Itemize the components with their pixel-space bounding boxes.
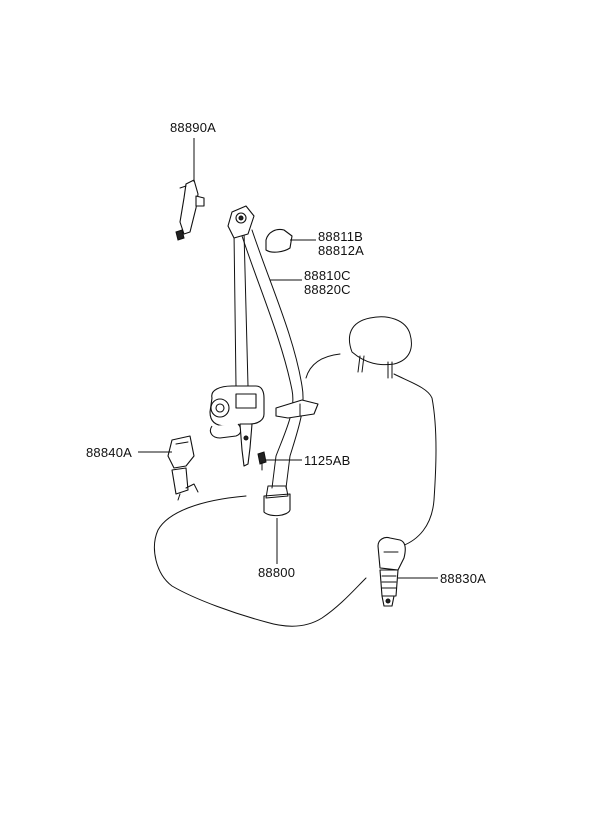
d-ring-anchor xyxy=(227,205,255,239)
belt-webbing-rear xyxy=(233,231,249,387)
upper-anchor-88890a xyxy=(175,179,205,241)
headrest-post-left xyxy=(357,355,365,373)
label-1125ab: 1125AB xyxy=(304,453,351,468)
belt-tongue xyxy=(263,493,291,517)
seat-back-outline xyxy=(305,353,437,547)
outer-buckle-88830a xyxy=(377,536,406,607)
label-88811b: 88811B xyxy=(318,229,364,244)
cover-88811b xyxy=(265,228,293,253)
belt-guide-bracket xyxy=(275,399,319,419)
headrest xyxy=(348,316,412,366)
label-88890a: 88890A xyxy=(170,120,217,135)
seat-cushion-outline xyxy=(154,495,367,627)
label-88820c: 88820C xyxy=(304,282,351,297)
label-88840a: 88840A xyxy=(86,445,133,460)
retractor-unit xyxy=(209,385,265,467)
label-88800: 88800 xyxy=(258,565,296,580)
label-88812a: 88812A xyxy=(318,243,365,258)
bolt-1125ab xyxy=(257,451,267,471)
label-88810c: 88810C xyxy=(304,268,351,283)
belt-webbing-front xyxy=(241,229,304,489)
headrest-post-right xyxy=(387,361,393,379)
label-88830a: 88830A xyxy=(440,571,487,586)
inner-buckle-88840a xyxy=(167,435,199,501)
